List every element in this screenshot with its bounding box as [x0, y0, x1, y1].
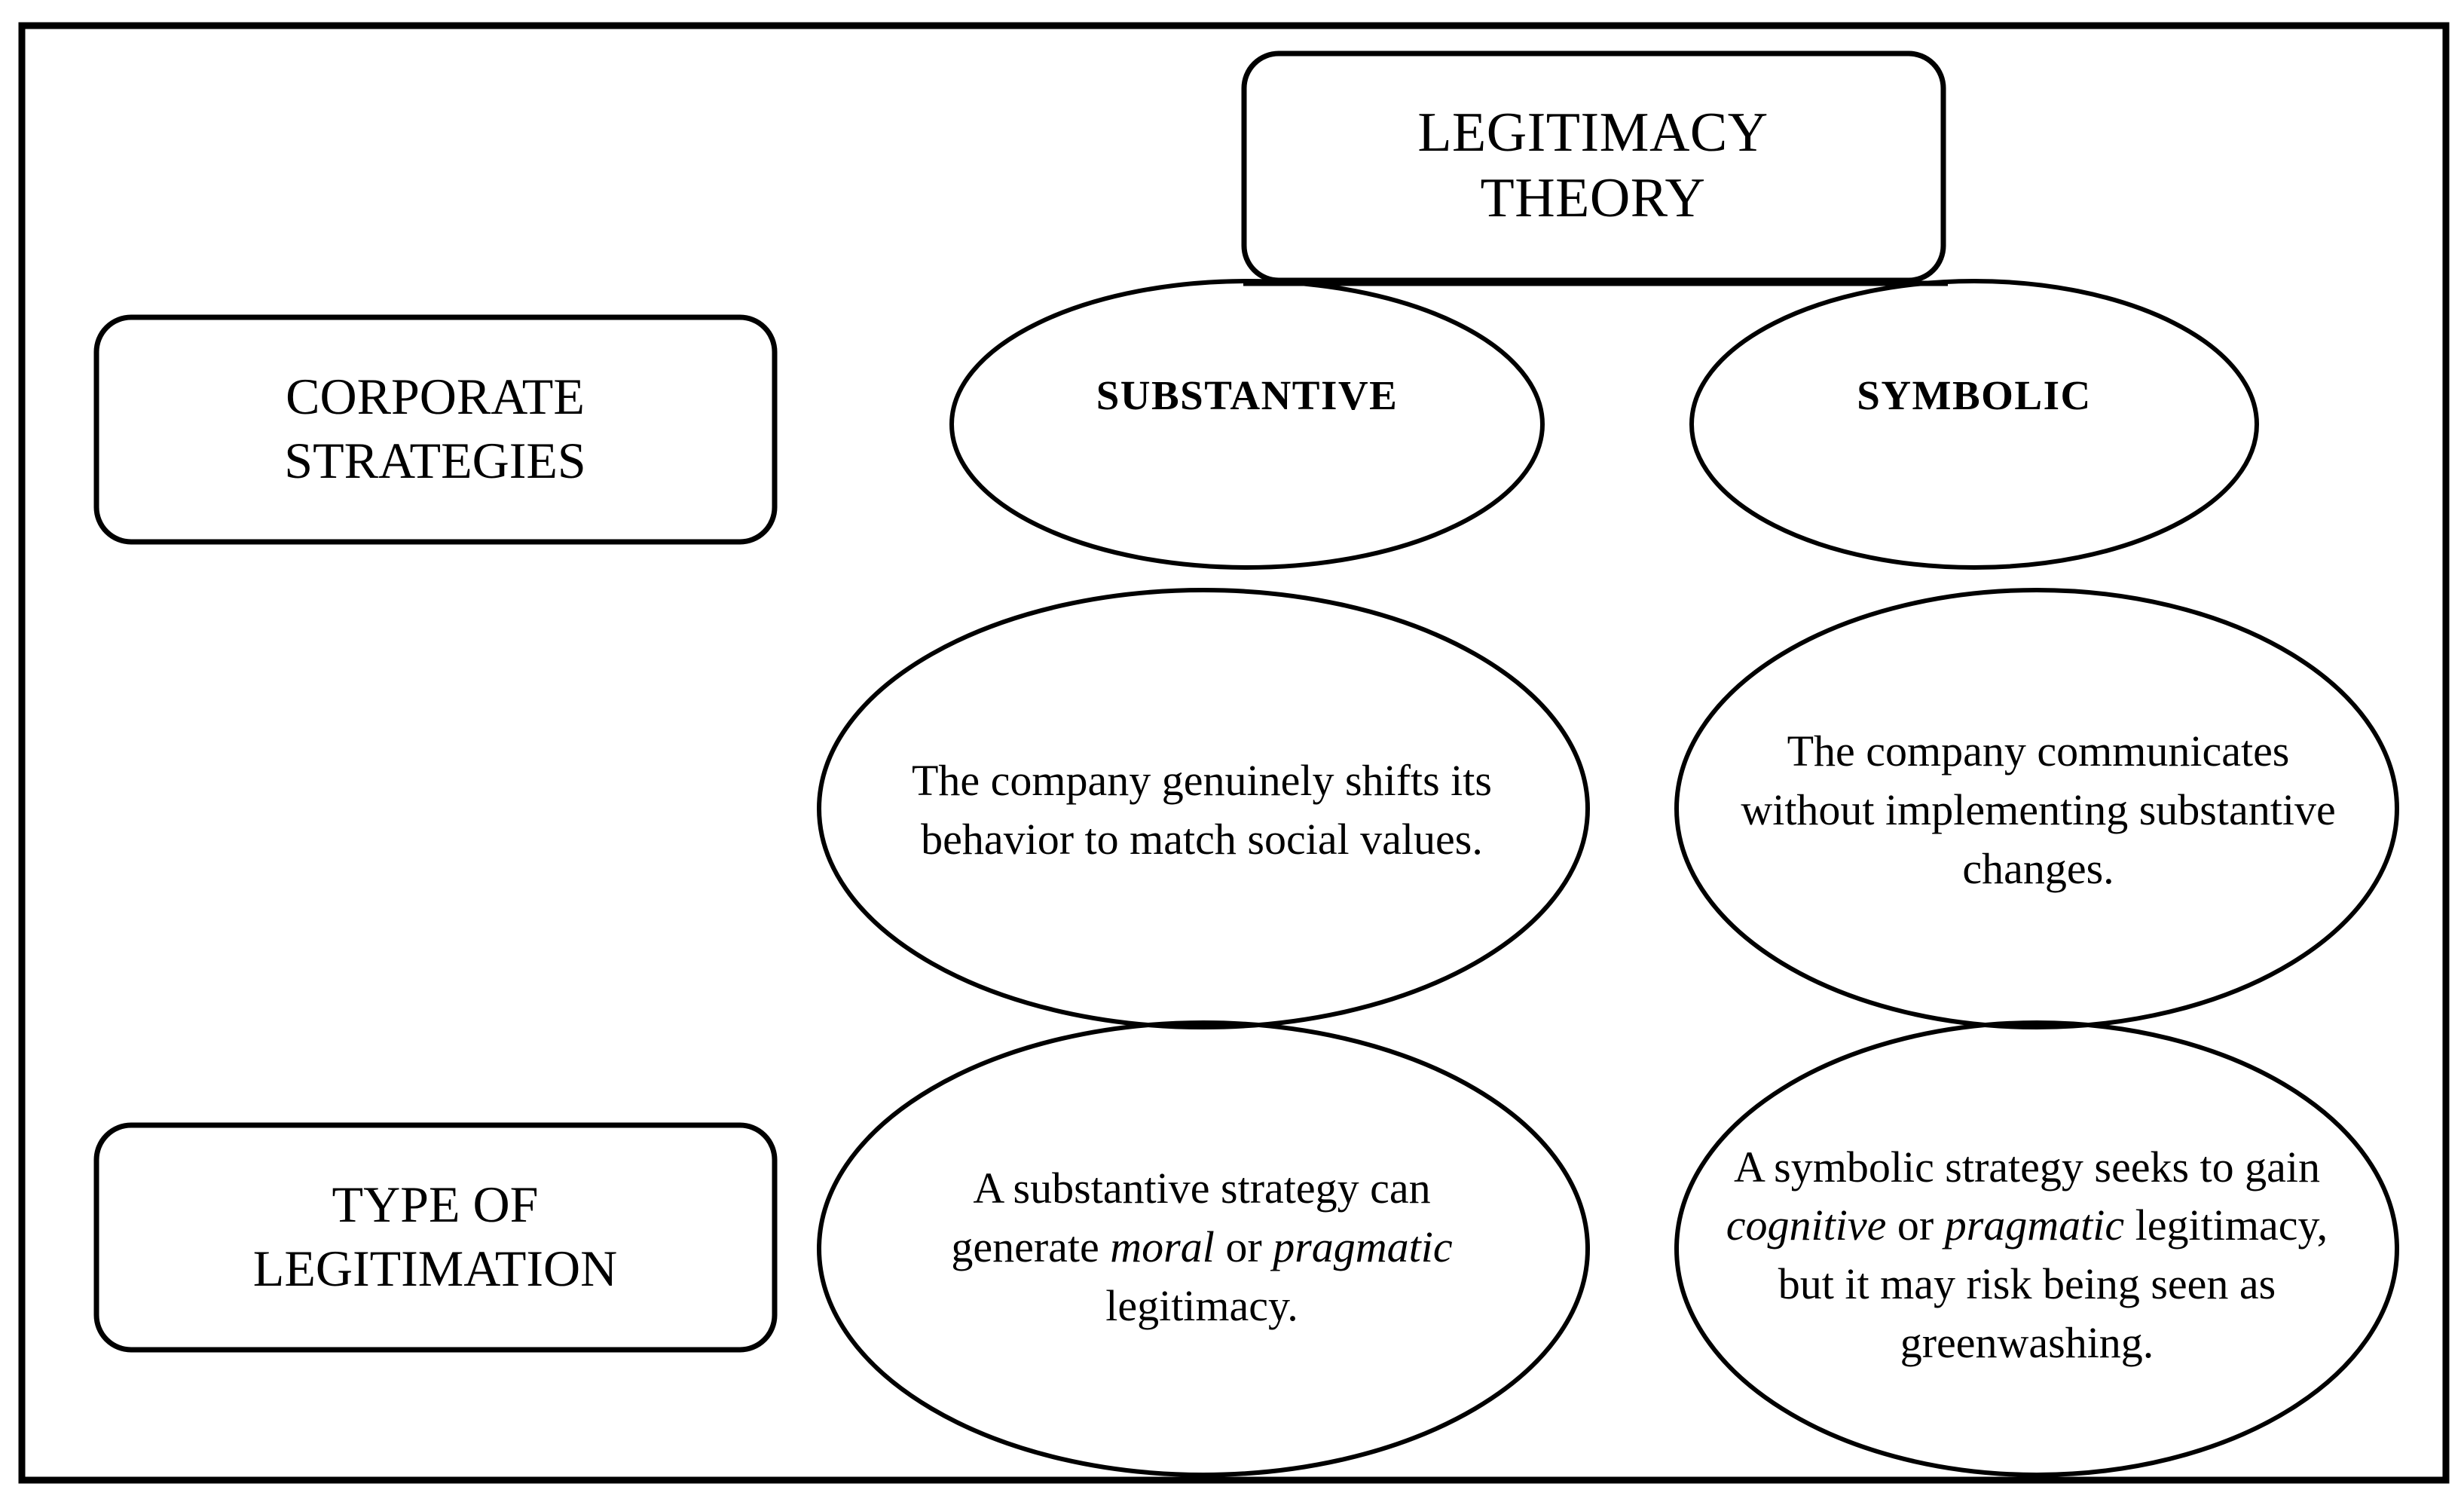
title-box [1241, 50, 1946, 283]
outer-frame [18, 22, 2450, 1484]
ellipse-substantive-legitimation [817, 1020, 1590, 1477]
ellipse-symbolic-legitimation [1674, 1020, 2399, 1477]
ellipse-substantive [949, 279, 1545, 570]
ellipse-symbolic [1689, 279, 2259, 570]
ellipse-substantive-description [817, 588, 1590, 1029]
type-of-legitimation-box [93, 1122, 778, 1353]
corporate-strategies-box [93, 314, 778, 545]
ellipse-symbolic-description [1674, 588, 2399, 1029]
